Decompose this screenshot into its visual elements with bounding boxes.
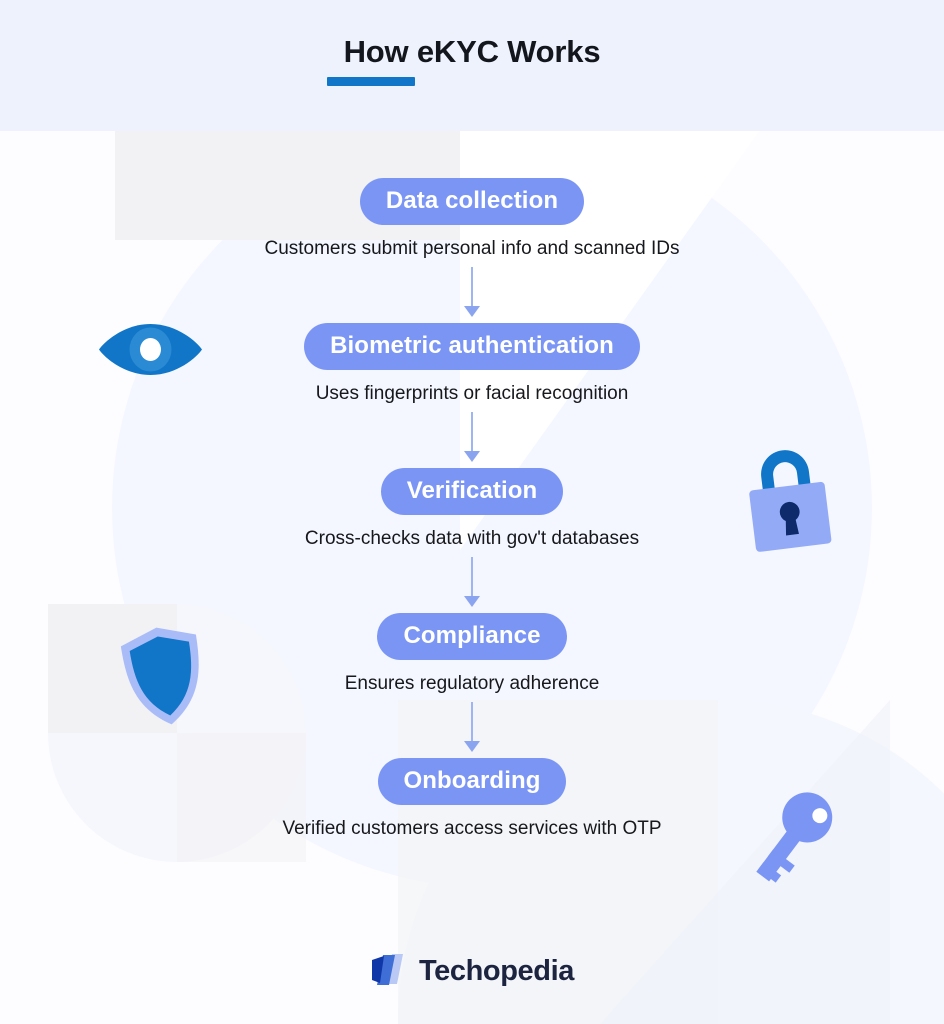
step-caption-compliance: Ensures regulatory adherence	[344, 673, 600, 695]
brand-name: Techopedia	[419, 955, 574, 987]
arrow-head-down-icon	[464, 305, 480, 317]
step-caption-biometric-authentication: Uses fingerprints or facial recognition	[315, 383, 629, 405]
step-label-onboarding[interactable]: Onboarding	[377, 757, 567, 806]
arrow-head-down-icon	[464, 450, 480, 462]
step-label-compliance[interactable]: Compliance	[377, 612, 567, 661]
flow-arrow-4	[0, 696, 944, 758]
step-caption-data-collection: Customers submit personal info and scann…	[264, 238, 680, 260]
eye-icon	[97, 322, 204, 382]
title-underline-accent	[327, 77, 415, 86]
arrow-shaft	[471, 556, 473, 601]
flow-arrow-2	[0, 406, 944, 468]
bg-left-quadrant-secondary	[177, 733, 306, 862]
step-label-biometric-authentication[interactable]: Biometric authentication	[304, 322, 640, 371]
flow-step-3: Verification Cross-checks data with gov'…	[0, 467, 944, 551]
step-caption-verification: Cross-checks data with gov't databases	[304, 528, 640, 550]
page-title: How eKYC Works	[343, 34, 601, 69]
flow-arrow-1	[0, 261, 944, 323]
shield-icon	[117, 624, 211, 734]
header-band: How eKYC Works	[0, 0, 944, 131]
arrow-shaft	[471, 266, 473, 311]
techopedia-mark-icon	[370, 952, 406, 991]
arrow-head-down-icon	[464, 595, 480, 607]
step-label-data-collection[interactable]: Data collection	[359, 178, 585, 226]
footer-logo[interactable]: Techopedia	[0, 952, 944, 991]
flow-step-4: Compliance Ensures regulatory adherence	[0, 612, 944, 696]
process-flow: Data collection Customers submit persona…	[0, 131, 944, 841]
arrow-shaft	[471, 701, 473, 746]
step-label-verification[interactable]: Verification	[380, 467, 564, 516]
step-caption-onboarding: Verified customers access services with …	[282, 818, 662, 840]
flow-step-1: Data collection Customers submit persona…	[0, 131, 944, 261]
flow-step-5: Onboarding Verified customers access ser…	[0, 757, 944, 841]
padlock-icon	[736, 434, 840, 567]
arrow-shaft	[471, 411, 473, 456]
flow-arrow-3	[0, 551, 944, 613]
flow-step-2: Biometric authentication Uses fingerprin…	[0, 322, 944, 406]
key-icon	[747, 784, 835, 899]
arrow-head-down-icon	[464, 740, 480, 752]
